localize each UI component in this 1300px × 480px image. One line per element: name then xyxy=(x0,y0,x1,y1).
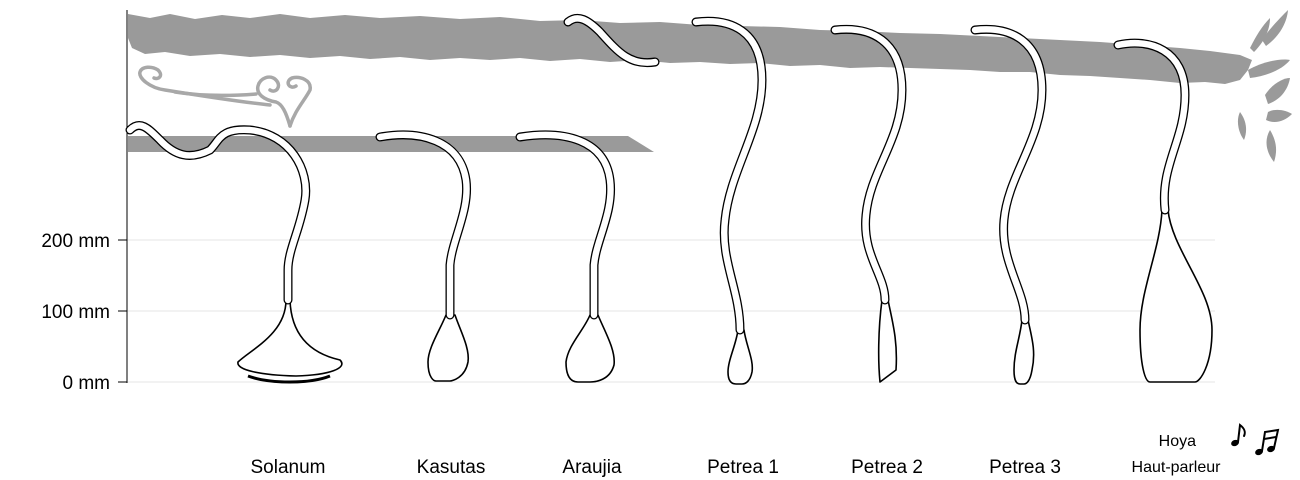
petrea2-body xyxy=(879,300,897,382)
petrea1-stem-outline xyxy=(696,21,762,330)
plant-labels: Solanum Kasutas Araujia Petrea 1 Petrea … xyxy=(251,433,1222,478)
label-solanum: Solanum xyxy=(251,457,326,478)
leaves-icon xyxy=(1238,10,1292,162)
y-tick-label-0: 0 mm xyxy=(63,373,111,394)
kasutas-stem-outline xyxy=(380,135,467,315)
tendril-spiral-icon xyxy=(140,67,310,126)
label-hoya-line1: Hoya xyxy=(1159,433,1196,450)
solanum-base xyxy=(248,376,330,382)
plant-hoya xyxy=(1118,43,1212,382)
plant-petrea1 xyxy=(696,21,762,384)
y-axis: 200 mm 100 mm 0 mm xyxy=(41,10,127,394)
plant-petrea2 xyxy=(835,29,902,382)
label-kasutas: Kasutas xyxy=(417,457,486,478)
araujia-body xyxy=(566,315,614,382)
petrea3-body xyxy=(1014,320,1034,384)
upper-vine xyxy=(128,14,1252,84)
plant-araujia xyxy=(520,18,655,382)
y-tick-label-100: 100 mm xyxy=(41,302,110,323)
petrea1-body xyxy=(728,330,752,384)
hoya-body xyxy=(1140,210,1212,382)
label-hoya-line2: Haut-parleur xyxy=(1132,459,1222,476)
araujia-stem-fill xyxy=(520,135,611,315)
upper-vine-band xyxy=(128,14,1252,84)
kasutas-body xyxy=(428,315,468,381)
label-araujia: Araujia xyxy=(562,457,622,478)
label-petrea2: Petrea 2 xyxy=(851,457,923,478)
plant-solanum xyxy=(130,125,342,382)
petrea3-stem-fill xyxy=(975,29,1042,320)
petrea3-stem-outline xyxy=(975,29,1042,320)
y-tick-label-200: 200 mm xyxy=(41,231,110,252)
label-petrea3: Petrea 3 xyxy=(989,457,1061,478)
petrea2-stem-outline xyxy=(835,29,902,300)
music-notes-icon xyxy=(1230,425,1278,456)
label-petrea1: Petrea 1 xyxy=(707,457,779,478)
plant-petrea3 xyxy=(975,29,1042,384)
plant-kasutas xyxy=(380,135,468,381)
